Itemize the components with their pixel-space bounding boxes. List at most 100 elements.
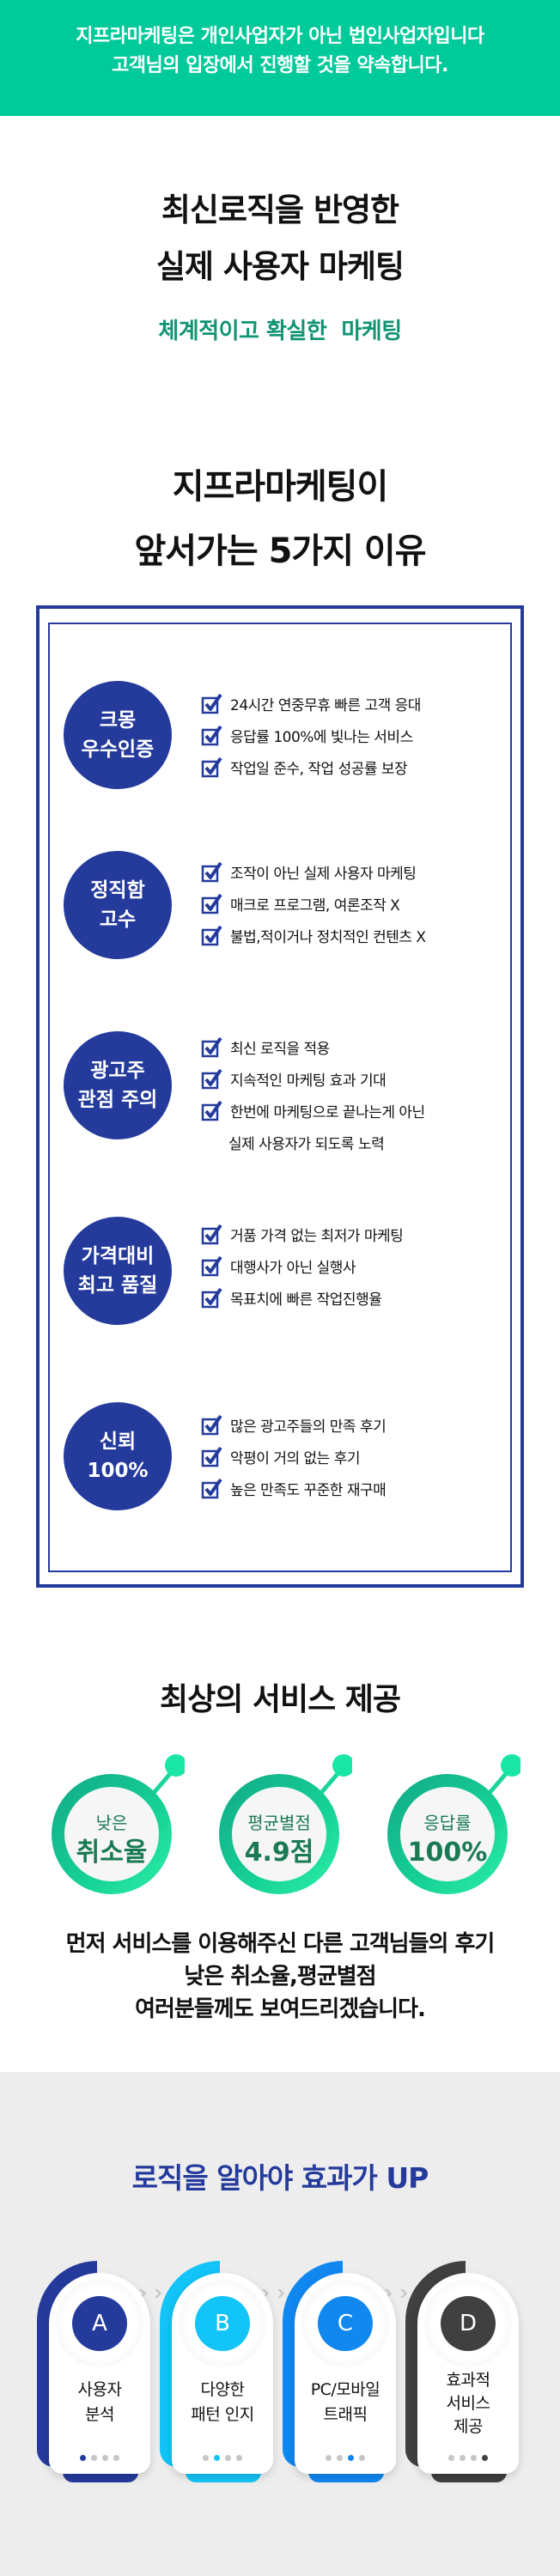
step-letter-badge: C	[318, 2296, 373, 2351]
check-item: 악평이 거의 없는 후기	[201, 1441, 386, 1473]
dot	[91, 2455, 97, 2461]
stat-ring-icon	[52, 1754, 185, 1894]
reason-badge-line-2: 최고 품질	[77, 1274, 158, 1297]
stat-label: 낮은	[95, 1813, 128, 1833]
step-label: 다양한 패턴 인지	[172, 2378, 273, 2427]
reasons-inner-frame	[48, 623, 512, 1572]
stat-ring: 응답률 100%	[387, 1752, 520, 1894]
review-line-3: 여러분들께도 보여드리겠습니다.	[135, 1996, 426, 2022]
reason-badge-line-1: 신뢰	[99, 1431, 137, 1453]
reason-badge-line-2: 100%	[87, 1460, 149, 1482]
check-item-text: 목표치에 빠른 작업진행율	[230, 1291, 382, 1309]
step-card-d: D 효과적 서비스 제공	[405, 2261, 534, 2484]
check-item: 24시간 연중무휴 빠른 고객 응대	[201, 688, 421, 720]
review-line-2: 낮은 취소율,평균별점	[184, 1964, 376, 1990]
step-label-line-1: 다양한	[200, 2380, 245, 2399]
check-item-text: 응답률 100%에 빛나는 서비스	[230, 729, 413, 746]
check-item-text: 매크로 프로그램, 여론조작 X	[230, 897, 400, 914]
stat-label: 응답률	[423, 1813, 472, 1833]
step-letter-badge: A	[72, 2296, 127, 2351]
dot-active	[80, 2455, 86, 2461]
step-label: 사용자 분석	[49, 2378, 150, 2427]
checkbox-checked-icon	[201, 1036, 222, 1057]
check-item: 조작이 아닌 실제 사용자 마케팅	[201, 856, 426, 888]
reasons-heading: 지프라마케팅이 앞서가는 5가지 이유	[0, 455, 560, 584]
reason-checklist: 최신 로직을 적용 지속적인 마케팅 효과 기대 한번에 마케팅으로 끝나는게 …	[201, 1031, 425, 1158]
dot	[203, 2455, 209, 2461]
hero-line-1: 지프라마케팅은 개인사업자가 아닌 법인사업자입니다	[76, 25, 484, 47]
dot	[337, 2455, 343, 2461]
logic-title: 로직을 알아야 효과가 UP	[131, 2161, 429, 2195]
check-item-text: 24시간 연중무휴 빠른 고객 응대	[230, 697, 421, 714]
check-item: 매크로 프로그램, 여론조작 X	[201, 888, 426, 920]
check-item: 거품 가격 없는 최저가 마케팅	[201, 1218, 404, 1250]
check-item: 작업일 준수, 작업 성공률 보장	[201, 751, 421, 783]
reason-badge-line-2: 우수인증	[81, 738, 155, 761]
pagination-dots	[172, 2455, 273, 2461]
stat-label: 평균별점	[247, 1813, 311, 1833]
check-item: 한번에 마케팅으로 끝나는게 아닌	[201, 1095, 425, 1127]
review-line-1: 먼저 서비스를 이용해주신 다른 고객님들의 후기	[65, 1931, 496, 1957]
dot	[225, 2455, 231, 2461]
step-label-line-1: 효과적	[446, 2371, 490, 2390]
stat-ring: 낮은 취소율	[52, 1752, 185, 1894]
hero-banner: 지프라마케팅은 개인사업자가 아닌 법인사업자입니다 고객님의 입장에서 진행할…	[0, 0, 560, 116]
checkbox-checked-icon	[201, 693, 222, 714]
dot	[448, 2455, 454, 2461]
reason-checklist: 거품 가격 없는 최저가 마케팅 대행사가 아닌 실행사 목표치에 빠른 작업진…	[201, 1218, 404, 1314]
step-label-line-2: 트래픽	[323, 2405, 368, 2424]
pagination-dots	[417, 2455, 519, 2461]
card-body: C PC/모바일 트래픽	[295, 2273, 396, 2474]
checkbox-checked-icon	[201, 1478, 222, 1498]
check-item-text: 악평이 거의 없는 후기	[230, 1450, 360, 1467]
check-item-text: 한번에 마케팅으로 끝나는게 아닌	[230, 1104, 425, 1121]
reasons-outer-frame	[36, 605, 524, 1588]
reason-badge-line-1: 가격대비	[81, 1245, 155, 1267]
checkbox-checked-icon	[201, 1446, 222, 1467]
checkbox-checked-icon	[201, 893, 222, 914]
check-item-text: 높은 만족도 꾸준한 재구매	[230, 1482, 387, 1499]
hero-line-2: 고객님의 입장에서 진행할 것을 약속합니다.	[112, 54, 448, 76]
checkbox-checked-icon	[201, 925, 222, 945]
check-item: 불법,적이거나 정치적인 컨텐츠 X	[201, 920, 426, 951]
stat-value: 취소율	[76, 1838, 148, 1868]
reason-badge-line-2: 관점 주의	[77, 1089, 158, 1111]
checkbox-checked-icon	[201, 1287, 222, 1308]
reason-checklist: 많은 광고주들의 만족 후기 악평이 거의 없는 후기 높은 만족도 꾸준한 재…	[201, 1409, 387, 1504]
reason-checklist: 24시간 연중무휴 빠른 고객 응대 응답률 100%에 빛나는 서비스 작업일…	[201, 688, 421, 783]
check-item: 많은 광고주들의 만족 후기	[201, 1409, 387, 1441]
stat-ring-text: 응답률 100%	[387, 1781, 508, 1901]
reason-badge-line-2: 고수	[99, 908, 137, 931]
stat-ring-text: 평균별점 4.9점	[219, 1781, 339, 1901]
reason-badge-line-1: 크몽	[99, 709, 137, 732]
reason-badge: 가격대비 최고 품질	[64, 1217, 172, 1325]
check-item: 응답률 100%에 빛나는 서비스	[201, 720, 421, 751]
step-letter-badge: B	[195, 2296, 250, 2351]
service-title: 최상의 서비스 제공	[159, 1682, 401, 1717]
check-item: 대행사가 아닌 실행사	[201, 1250, 403, 1282]
reasons-heading-line-1: 지프라마케팅이	[172, 467, 389, 507]
step-label-line-3: 제공	[453, 2417, 483, 2436]
checkbox-checked-icon	[201, 756, 222, 777]
dot-active	[214, 2455, 220, 2461]
step-card-c: C PC/모바일 트래픽	[283, 2261, 411, 2484]
check-item-text: 조작이 아닌 실제 사용자 마케팅	[230, 866, 417, 883]
dot-active	[348, 2455, 354, 2461]
check-item: 지속적인 마케팅 효과 기대	[201, 1063, 425, 1095]
reasons-heading-line-2: 앞서가는 5가지 이유	[134, 532, 426, 571]
check-item-text: 작업일 준수, 작업 성공률 보장	[230, 761, 408, 778]
stat-value: 100%	[407, 1838, 488, 1868]
step-label-line-1: 사용자	[77, 2380, 122, 2399]
check-item-text: 지속적인 마케팅 효과 기대	[230, 1072, 387, 1090]
review-text: 먼저 서비스를 이용해주신 다른 고객님들의 후기 낮은 취소율,평균별점 여러…	[0, 1928, 560, 2026]
check-item: 목표치에 빠른 작업진행율	[201, 1282, 403, 1314]
stat-ring: 평균별점 4.9점	[219, 1752, 352, 1894]
check-item-text: 대행사가 아닌 실행사	[230, 1260, 356, 1277]
dot	[359, 2455, 365, 2461]
checkbox-checked-icon	[201, 861, 222, 882]
check-item: 높은 만족도 꾸준한 재구매	[201, 1473, 387, 1504]
intro-title-line-2: 실제 사용자 마케팅	[155, 248, 405, 285]
pagination-dots	[49, 2455, 150, 2461]
check-item-text: 최신 로직을 적용	[230, 1041, 330, 1058]
step-label-line-2: 서비스	[446, 2394, 490, 2413]
